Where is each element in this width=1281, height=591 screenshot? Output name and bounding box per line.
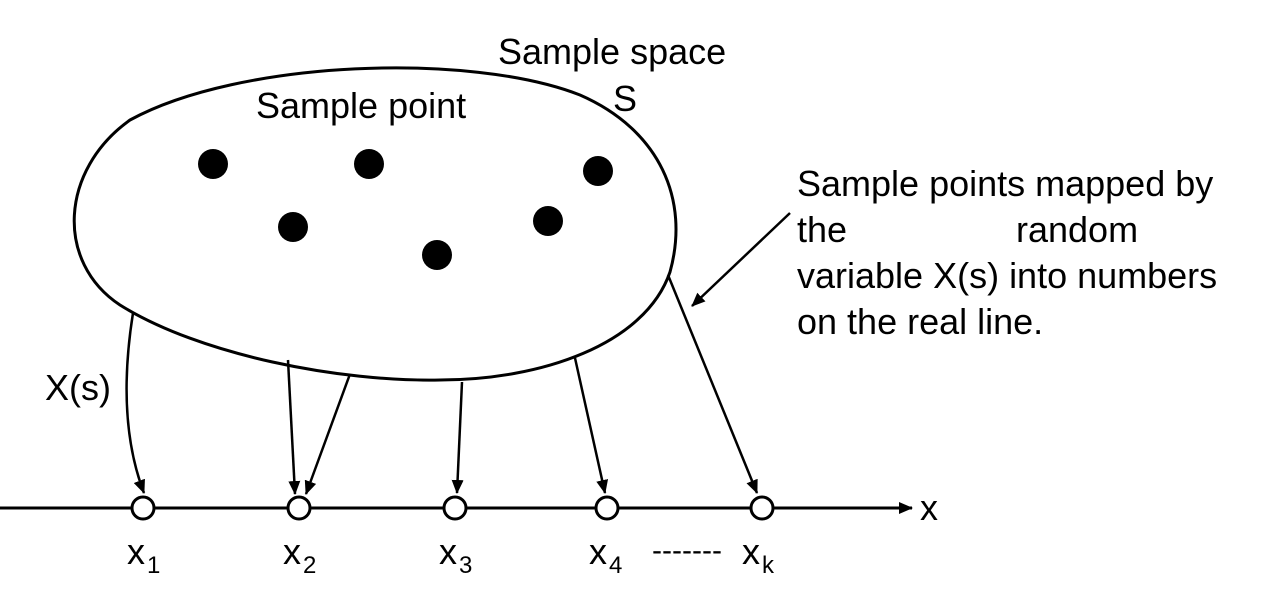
sample-point-dot (422, 240, 452, 270)
axis-point-marker (749, 495, 775, 521)
sample-point-dot (533, 206, 563, 236)
sample-point-dot (278, 212, 308, 242)
axis-label: x (920, 487, 938, 528)
mapping-arrow (573, 357, 609, 494)
axis-point-label: x3 (439, 531, 472, 579)
mapping-arrow (304, 373, 352, 495)
axis-point-label: xk (742, 531, 775, 579)
mapping-arrow (451, 381, 464, 494)
sample-point-label: Sample point (256, 85, 466, 126)
axis-point-marker (286, 495, 312, 521)
axis-point-label: x2 (283, 531, 316, 579)
axis-point-marker (594, 495, 620, 521)
callout-arrow (691, 212, 791, 307)
sample-point-dot (583, 156, 613, 186)
mapping-arrow (666, 274, 759, 494)
mapping-arrow (286, 359, 301, 495)
callout-text-line-3: variable X(s) into numbers (797, 255, 1217, 296)
sample-point-dot (198, 149, 228, 179)
callout-text-line-2b: random (1016, 209, 1138, 250)
sample-space-region (72, 66, 678, 382)
callout-text-line-1: Sample points mapped by (797, 163, 1213, 204)
function-label: X(s) (45, 367, 111, 408)
sample-point-dot (354, 149, 384, 179)
axis-ellipsis: ------- (652, 534, 722, 567)
sample-space-label: Sample space (498, 31, 726, 72)
callout-text-line-2a: the (797, 209, 847, 250)
mapping-arrow (125, 312, 146, 494)
axis-point-label: x4 (589, 531, 622, 579)
axis-point-marker (442, 495, 468, 521)
sample-space-symbol: S (613, 78, 637, 119)
callout-text-line-4: on the real line. (797, 301, 1043, 342)
axis-point-label: x1 (127, 531, 160, 579)
axis-point-marker (130, 495, 156, 521)
